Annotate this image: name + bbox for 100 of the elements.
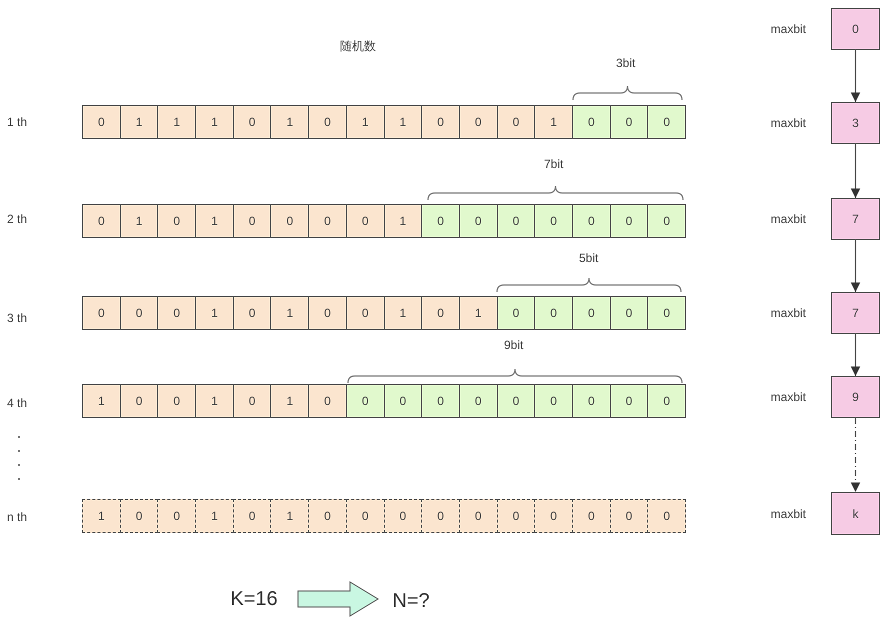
bit-value: 0 [588,115,595,129]
bit-cell [421,204,460,238]
bit-cell [647,105,686,139]
title-text: 随机数 [340,38,376,55]
bit-cell [270,105,310,139]
bit-value: 0 [626,306,632,320]
bit-cell [421,499,460,533]
arrow [850,50,860,102]
bit-value: 1 [211,115,218,129]
bit-value: 0 [550,214,557,228]
maxbit-label: maxbit [770,116,806,130]
bit-cell [384,499,422,533]
brace-label: 9bit [504,338,524,352]
bit-value: 0 [324,115,331,129]
bit-cell [496,384,536,418]
bit-cell [195,499,234,533]
bit-value: 0 [400,394,406,408]
bit-cell [610,296,648,330]
bit-value: 0 [248,306,256,320]
arrow [850,144,860,198]
bit-value: 0 [248,214,256,228]
bit-cell [421,296,460,330]
bit-value: 0 [437,306,444,320]
bit-value: 0 [663,306,670,320]
bit-value: 0 [626,214,632,228]
bit-value: 0 [324,509,331,523]
formula-text: K=16 [230,588,278,610]
bit-value: 0 [362,394,368,408]
bit-cell [270,204,310,238]
bit-value: 0 [663,394,670,408]
bit-cell [195,384,234,418]
bit-cell [496,105,536,139]
bit-value: 0 [588,214,595,228]
bit-cell [120,499,158,533]
bit-cell [120,296,158,330]
bit-cell [157,204,196,238]
bit-value: 0 [173,306,180,320]
bit-cell [157,384,196,418]
bit-cell [308,105,347,139]
bit-value: 0 [437,394,444,408]
bit-value: 1 [400,214,406,228]
bit-cell [346,105,384,139]
bit-cell [308,296,347,330]
bit-value: 1 [286,115,294,129]
bit-value: 0 [626,394,632,408]
bit-value: 0 [286,214,294,228]
bit-value: 0 [626,509,632,523]
row-label: 4 th [7,396,28,410]
bit-cell [421,105,460,139]
bit-value: 0 [437,214,444,228]
maxbit-label: maxbit [770,390,806,404]
bit-value: 0 [437,509,444,523]
bit-value: 0 [173,509,180,523]
bit-value: 0 [362,214,368,228]
bit-cell [610,204,648,238]
bit-value: 0 [136,509,142,523]
bit-value: 0 [512,394,520,408]
bit-cell [232,105,272,139]
maxbit-label: maxbit [770,506,806,520]
bit-value: 0 [362,509,368,523]
bit-cell [496,296,536,330]
bit-value: 0 [550,509,557,523]
bit-cell [346,296,384,330]
row-label: 1 th [7,115,28,129]
bit-cell [270,384,310,418]
bit-cell [346,499,384,533]
bit-cell [534,204,573,238]
bit-cell [458,105,498,139]
bit-cell [534,384,573,418]
bit-value: 0 [550,306,557,320]
bit-cell [647,384,686,418]
bit-value: 1 [400,306,406,320]
bit-cell [572,499,611,533]
bit-value: 0 [173,394,180,408]
bit-value: 0 [173,214,180,228]
bit-cell [232,384,272,418]
bit-value: 0 [136,394,142,408]
maxbit-label: maxbit [770,22,806,36]
bit-cell [270,296,310,330]
bit-cell [232,499,272,533]
bit-cell [458,384,498,418]
bit-cell [534,296,573,330]
bit-cell [421,384,460,418]
bit-value: 0 [437,115,444,129]
bit-cell [496,204,536,238]
bit-value: 0 [663,509,670,523]
bit-cell [534,499,573,533]
row-label: n th [7,510,28,524]
bit-cell [458,204,498,238]
bit-value: 0 [474,115,482,129]
bit-value: 1 [173,115,180,129]
bit-cell [120,204,158,238]
bit-value: 1 [98,394,105,408]
bit-cell [610,499,648,533]
bit-value: 0 [248,115,256,129]
bit-value: 0 [512,306,520,320]
bit-value: 0 [852,22,859,36]
row-label: 3 th [7,311,28,325]
bit-cell [610,384,648,418]
bit-cell [82,204,121,238]
